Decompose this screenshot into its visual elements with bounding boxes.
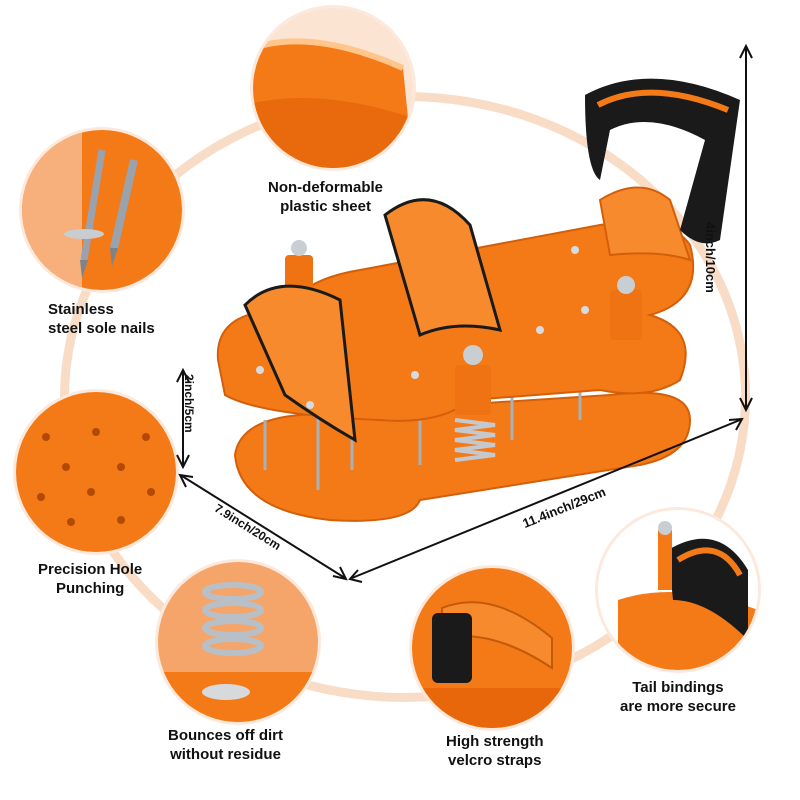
caption-bounces-off: Bounces off dirt without residue xyxy=(168,727,283,763)
plastic-sheet-photo xyxy=(253,8,413,168)
feature-circle-springs xyxy=(158,562,318,722)
dimension-arrows xyxy=(176,43,753,583)
feature-circle-hole-punching xyxy=(16,392,176,552)
caption-plastic-sheet: Non-deformable plastic sheet xyxy=(268,179,384,215)
tail-strap xyxy=(585,78,740,244)
springs-photo xyxy=(158,562,318,722)
caption-velcro-straps: High strength velcro straps xyxy=(446,733,544,769)
front-strap xyxy=(243,284,357,443)
caption-tail-bindings: Tail bindings are more secure xyxy=(620,679,736,715)
caption-sole-nails: Stainless steel sole nails xyxy=(48,301,155,337)
tail-bindings-photo xyxy=(598,510,758,670)
caption-hole-punching: Precision Hole Punching xyxy=(38,561,143,597)
middle-strap xyxy=(383,198,503,338)
top-holes xyxy=(256,246,589,409)
hole-punching-photo xyxy=(16,392,176,552)
feature-circle-plastic-sheet xyxy=(253,8,413,168)
feature-circle-tail-bindings xyxy=(598,510,758,670)
dimension-height: 4inch/10cm xyxy=(703,222,718,293)
heel-cup xyxy=(598,186,692,262)
dimension-clearance: 2inch/5cm xyxy=(182,374,196,433)
